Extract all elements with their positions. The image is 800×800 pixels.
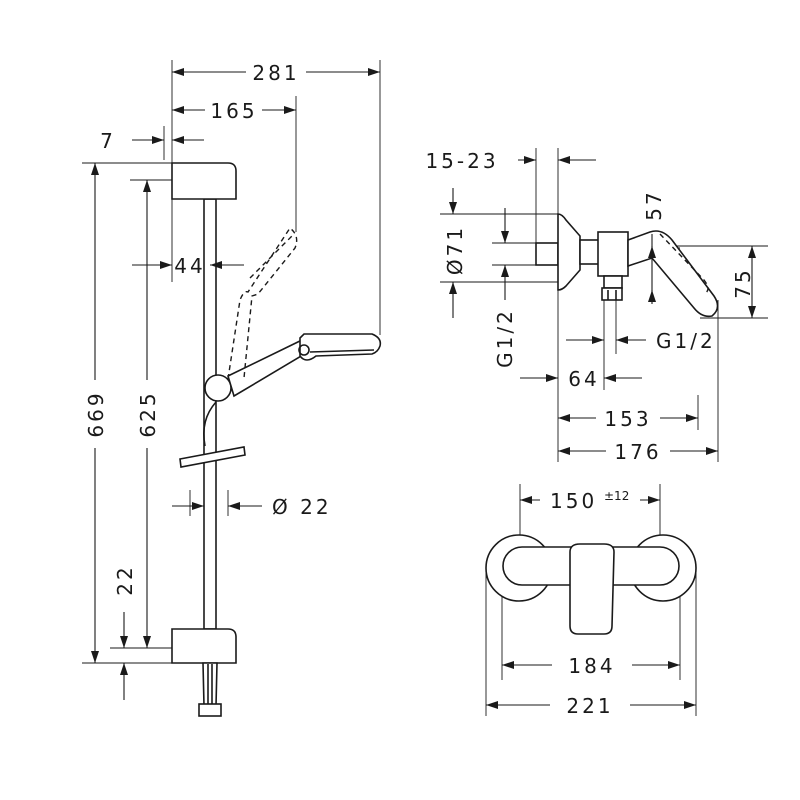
mixer-lever	[627, 230, 719, 318]
dim-dia-22: Ø 22	[272, 495, 332, 519]
dim-57: 57	[642, 189, 666, 220]
bottom-wall-bracket	[171, 628, 237, 664]
dim-150-tolerance: ±12	[604, 489, 629, 503]
escutcheon	[557, 213, 581, 291]
soap-tray	[179, 446, 246, 468]
top-wall-bracket	[171, 162, 237, 200]
dim-dia-71: Ø71	[443, 225, 467, 275]
slider-ball	[204, 374, 232, 402]
dim-44: 44	[174, 254, 205, 278]
dim-281: 281	[252, 61, 299, 85]
dim-165: 165	[210, 99, 257, 123]
dim-625: 625	[136, 390, 160, 437]
dim-176: 176	[614, 440, 661, 464]
mixer-body	[597, 231, 629, 277]
hose-nut	[198, 703, 222, 717]
shower-set-drawing: 281 165 7 44 669 625 22 Ø 22	[82, 60, 382, 717]
dim-221: 221	[566, 694, 613, 718]
dim-g12-vertical: G1/2	[493, 308, 517, 368]
slider-rail	[203, 198, 217, 630]
dim-153: 153	[604, 407, 651, 431]
dim-669: 669	[84, 390, 108, 437]
dim-22-vertical: 22	[113, 564, 137, 595]
hand-shower-head	[299, 333, 382, 361]
mixer-front-view: 150 ±12 184 221	[485, 484, 697, 718]
dim-15-23: 15-23	[425, 149, 498, 173]
dim-g12-horizontal: G1/2	[656, 329, 716, 353]
dim-184: 184	[568, 654, 615, 678]
hand-shower-handle	[227, 338, 310, 398]
mixer-side-view: 15-23 Ø71 G1/2 57 75 G1/2 64 153 176	[425, 148, 768, 464]
dim-64: 64	[568, 367, 599, 391]
hose-connector	[202, 662, 218, 707]
mixer-lever-front	[569, 543, 615, 635]
dim-7: 7	[100, 129, 116, 153]
dim-75: 75	[731, 267, 755, 298]
dim-150: 150	[550, 489, 597, 513]
